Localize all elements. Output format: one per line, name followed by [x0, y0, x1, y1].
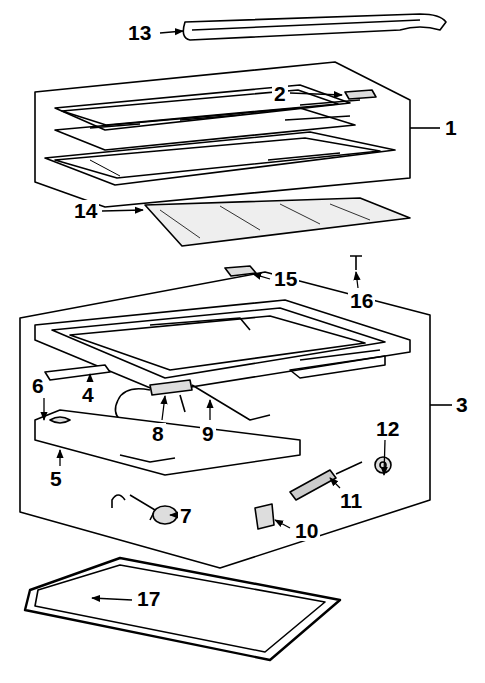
callout-number: 3 — [454, 394, 470, 415]
callout-number: 9 — [200, 423, 216, 444]
callout-number: 11 — [338, 490, 364, 511]
callout-number: 14 — [72, 200, 99, 221]
callout-number: 13 — [126, 22, 153, 43]
callout-number: 17 — [135, 588, 162, 609]
callout-number: 7 — [178, 505, 194, 526]
callout-number: 16 — [348, 290, 375, 311]
callout-number: 12 — [374, 418, 401, 439]
callout-number: 10 — [293, 520, 320, 541]
callout-number: 2 — [272, 83, 288, 104]
callout-number: 5 — [48, 468, 64, 489]
callout-number: 15 — [272, 268, 299, 289]
callout-number: 8 — [150, 423, 166, 444]
callout-number: 1 — [443, 117, 459, 138]
callout-number: 4 — [80, 384, 96, 405]
callout-number: 6 — [30, 375, 46, 396]
